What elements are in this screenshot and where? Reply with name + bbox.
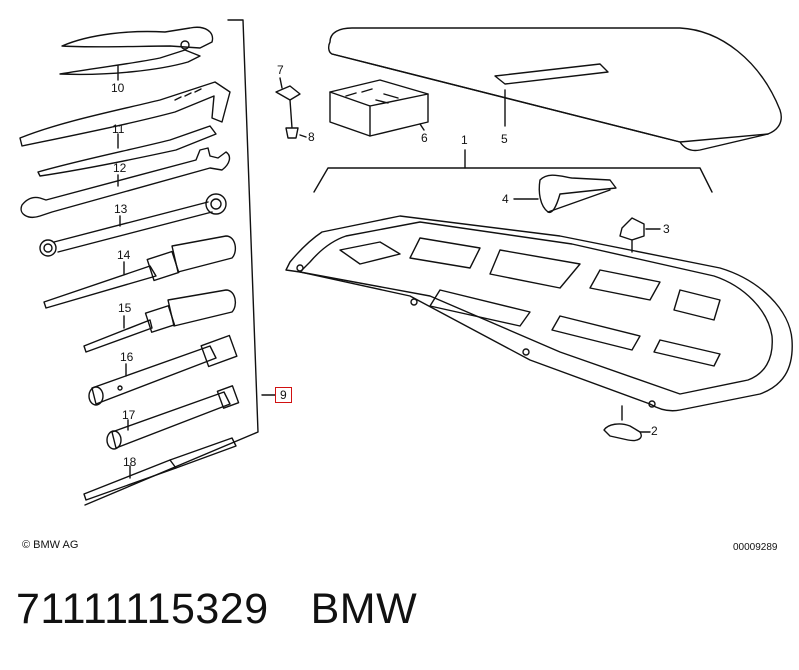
retaining-strap-drawing <box>513 174 617 214</box>
callout-16[interactable]: 16 <box>120 350 134 364</box>
foam-block-drawing <box>329 79 429 137</box>
socket-extension-drawing <box>106 385 240 450</box>
part-number: 71111115329 <box>16 585 269 633</box>
brand-name: BMW <box>310 585 418 633</box>
callout-6[interactable]: 6 <box>421 131 428 145</box>
water-pump-pliers-drawing <box>19 81 231 177</box>
tray-assembly-bracket <box>313 149 713 193</box>
callout-9[interactable]: 9 <box>275 387 292 403</box>
callout-13[interactable]: 13 <box>114 202 128 216</box>
wing-nut-top-drawing <box>619 217 661 253</box>
callout-3[interactable]: 3 <box>663 222 670 236</box>
cross-screwdriver-drawing <box>83 289 237 353</box>
combination-pliers-drawing <box>59 26 214 81</box>
flat-screwdriver-drawing <box>43 235 237 309</box>
wing-nut-bottom-drawing <box>603 405 651 442</box>
callout-17[interactable]: 17 <box>122 408 136 422</box>
tommy-bar-drawing <box>83 437 237 501</box>
ring-spanner-drawing <box>39 193 227 257</box>
copyright-notice: © BMW AG <box>22 539 79 551</box>
callout-8[interactable]: 8 <box>308 130 315 144</box>
callout-18[interactable]: 18 <box>123 455 137 469</box>
callout-15[interactable]: 15 <box>118 301 132 315</box>
open-end-wrench-drawing <box>20 147 231 218</box>
callout-10[interactable]: 10 <box>111 81 125 95</box>
document-number: 00009289 <box>733 542 778 553</box>
box-wrench-drawing <box>88 334 238 406</box>
part-caption: 71111115329 BMW <box>16 585 417 634</box>
tool-group-bracket <box>84 19 276 506</box>
cover-plate-drawing <box>327 27 782 152</box>
callout-2[interactable]: 2 <box>651 424 658 438</box>
tool-tray-drawing <box>285 215 793 412</box>
callout-7[interactable]: 7 <box>277 63 284 77</box>
callout-5[interactable]: 5 <box>501 132 508 146</box>
callout-1[interactable]: 1 <box>461 133 468 147</box>
clip-and-screw-drawing <box>275 77 307 139</box>
callout-14[interactable]: 14 <box>117 248 131 262</box>
callout-11[interactable]: 11 <box>112 122 125 136</box>
callout-12[interactable]: 12 <box>113 161 127 175</box>
callout-4[interactable]: 4 <box>502 192 509 206</box>
